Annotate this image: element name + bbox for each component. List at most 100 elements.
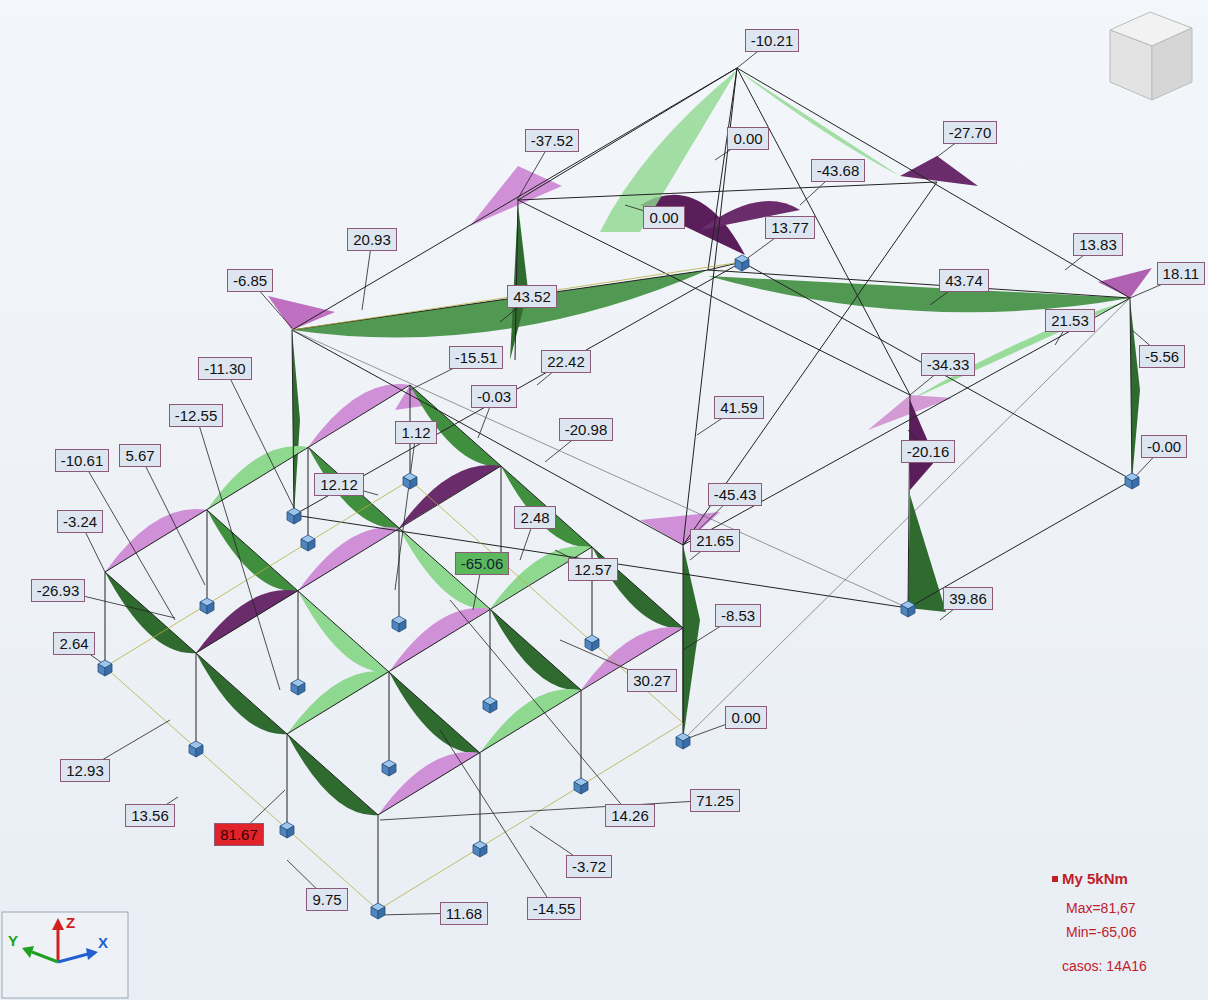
moment-value: 2.48 — [520, 509, 549, 526]
value-box: -10.21 — [745, 29, 800, 52]
value-box: -0.03 — [471, 385, 517, 408]
moment-value: 11.68 — [446, 905, 482, 922]
moment-value: -0.03 — [477, 388, 511, 405]
moment-value: 0.00 — [733, 130, 762, 147]
moment-value: -0.00 — [1147, 438, 1181, 455]
moment-diagram — [268, 70, 1152, 740]
value-box: 18.11 — [1157, 262, 1205, 285]
moment-value: 41.59 — [720, 399, 758, 416]
view-cube — [1110, 12, 1192, 100]
value-box: 14.26 — [605, 804, 655, 827]
value-box: 0.00 — [725, 706, 766, 729]
moment-value: 21.65 — [696, 532, 734, 549]
moment-value: -14.55 — [533, 900, 576, 917]
moment-value: 12.12 — [320, 476, 358, 493]
moment-value: -37.52 — [531, 132, 574, 149]
value-box: 81.67 — [214, 823, 264, 846]
value-box: -12.55 — [169, 404, 224, 427]
moment-value: 30.27 — [633, 672, 671, 689]
value-box: -20.16 — [901, 440, 956, 463]
moment-value: 12.93 — [66, 762, 104, 779]
value-box: -20.98 — [559, 418, 614, 441]
value-box: -0.00 — [1141, 435, 1187, 458]
moment-value: 13.77 — [771, 219, 809, 236]
value-box: -10.61 — [55, 449, 110, 472]
value-box: 21.53 — [1045, 309, 1095, 332]
moment-value: -5.56 — [1145, 348, 1179, 365]
moment-value: 20.93 — [353, 231, 391, 248]
value-box: 0.00 — [727, 127, 768, 150]
value-box: 41.59 — [714, 396, 764, 419]
load-cases: casos: 14A16 — [1062, 958, 1147, 974]
moment-value: 5.67 — [125, 447, 154, 464]
axis-label: Z — [66, 914, 75, 931]
axis-label: X — [98, 934, 108, 951]
value-box: 22.42 — [541, 350, 591, 373]
value-box: 12.12 — [314, 473, 364, 496]
value-box: -3.72 — [566, 855, 612, 878]
leader-line — [58, 40, 1188, 915]
value-box: -26.93 — [31, 579, 86, 602]
moment-value: -11.30 — [204, 360, 245, 377]
moment-value: 22.42 — [547, 353, 585, 370]
value-box: 9.75 — [306, 888, 347, 911]
value-box: -5.56 — [1139, 345, 1185, 368]
value-box: 71.25 — [690, 789, 740, 812]
value-box: 13.77 — [765, 216, 815, 239]
axis-triad — [2, 876, 1058, 998]
value-box: -3.24 — [57, 510, 103, 533]
value-box: -45.43 — [708, 483, 763, 506]
moment-value: -10.21 — [751, 32, 794, 49]
value-box: 43.74 — [939, 269, 989, 292]
value-box: 13.56 — [125, 804, 175, 827]
value-box: 5.67 — [119, 444, 160, 467]
moment-value: 14.26 — [611, 807, 649, 824]
value-box: 12.57 — [568, 558, 618, 581]
moment-value: -8.53 — [721, 607, 755, 624]
moment-value: -27.70 — [949, 124, 992, 141]
moment-value: -6.85 — [233, 272, 267, 289]
moment-value: -34.33 — [927, 356, 970, 373]
value-box: 11.68 — [440, 902, 488, 925]
axis-label: Y — [8, 932, 18, 949]
value-box: 12.93 — [60, 759, 110, 782]
value-box: 39.86 — [943, 587, 993, 610]
moment-value: 0.00 — [649, 209, 678, 226]
moment-value: -3.72 — [572, 858, 606, 875]
moment-value: 18.11 — [1163, 265, 1199, 282]
moment-value: -20.16 — [907, 443, 950, 460]
moment-value: 13.83 — [1079, 236, 1117, 253]
support-symbol — [98, 255, 1139, 919]
value-box: -14.55 — [527, 897, 582, 920]
value-box: -34.33 — [921, 353, 976, 376]
value-box: -15.51 — [449, 346, 504, 369]
moment-value: 43.74 — [945, 272, 983, 289]
value-box: 30.27 — [627, 669, 677, 692]
moment-value: 0.00 — [731, 709, 760, 726]
value-box: -37.52 — [525, 129, 580, 152]
value-box: -11.30 — [198, 357, 251, 380]
value-box: 2.48 — [514, 506, 555, 529]
legend-title: My 5kNm — [1062, 870, 1128, 887]
moment-value: 39.86 — [949, 590, 987, 607]
moment-value: -3.24 — [63, 513, 97, 530]
value-box: 2.64 — [53, 632, 94, 655]
legend-value: Max=81,67 — [1066, 900, 1136, 916]
moment-value: -43.68 — [817, 162, 860, 179]
moment-value: 71.25 — [696, 792, 734, 809]
value-box: 0.00 — [643, 206, 684, 229]
moment-value: 2.64 — [59, 635, 88, 652]
value-box: 1.12 — [395, 421, 436, 444]
moment-value: 43.52 — [513, 288, 551, 305]
value-box: 43.52 — [507, 285, 557, 308]
structure-frame — [105, 68, 1132, 910]
value-box: -65.06 — [455, 552, 510, 575]
moment-value: 21.53 — [1051, 312, 1089, 329]
moment-value: 1.12 — [401, 424, 430, 441]
value-box: -43.68 — [811, 159, 866, 182]
moment-value: -12.55 — [175, 407, 218, 424]
moment-value: 13.56 — [131, 807, 169, 824]
value-box: 13.83 — [1073, 233, 1123, 256]
moment-diagram — [105, 384, 683, 815]
